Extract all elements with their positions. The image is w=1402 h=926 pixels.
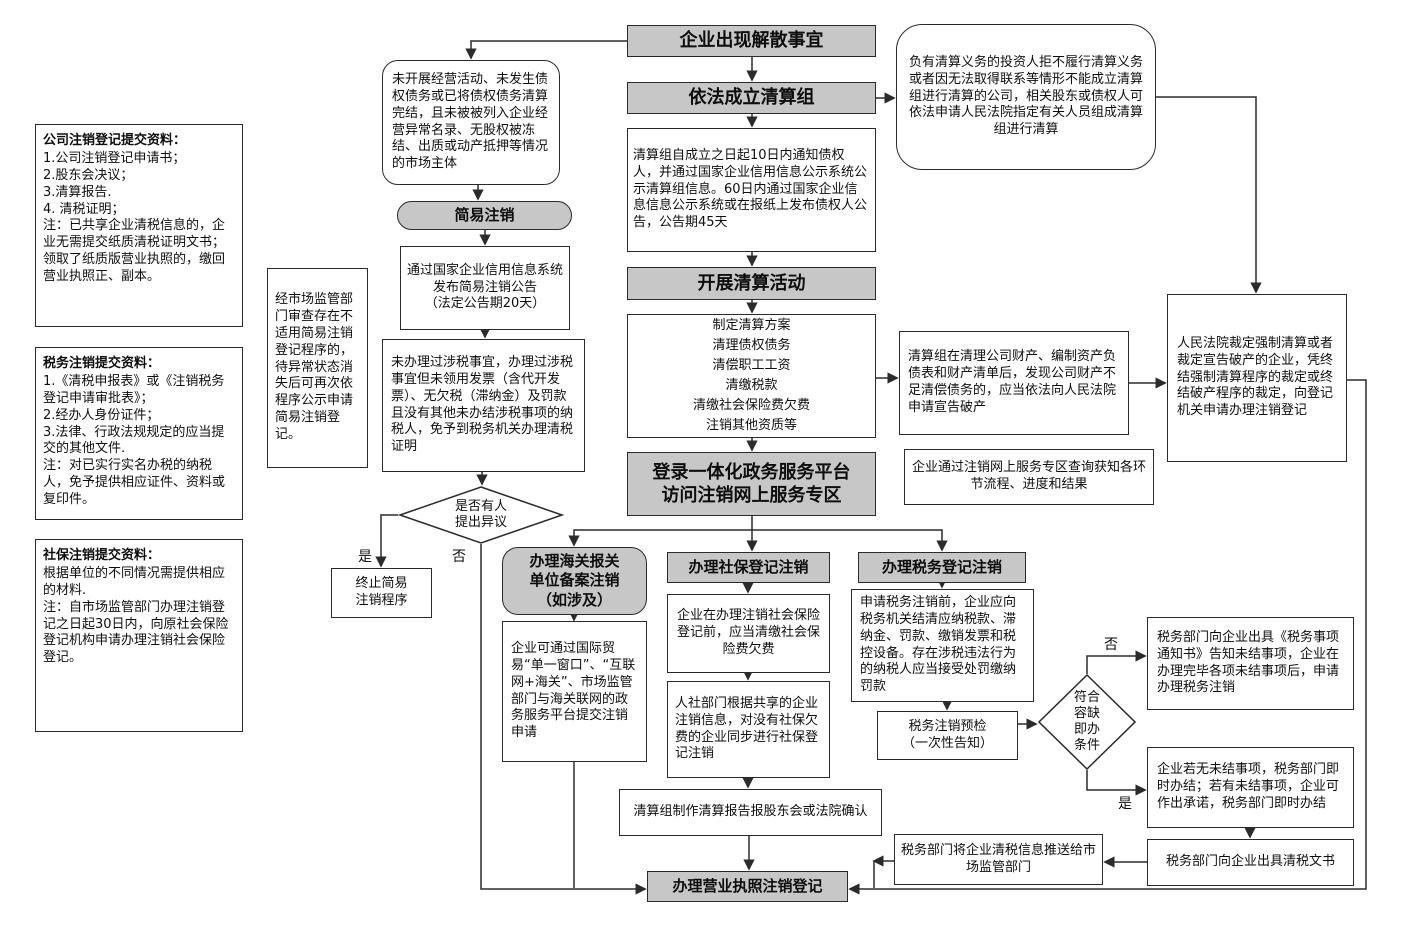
progress-query-node: 企业通过注销网上服务专区查询获知各环节流程、进度和结果: [904, 449, 1154, 505]
tax-commitment-node: 企业若无未结事项，税务部门即时办结；若有未结事项，企业可作出承诺，税务部门即时办…: [1147, 747, 1354, 828]
objection-no-label: 否: [452, 549, 466, 565]
simple-deregistration-condition-node: 未开展经营活动、未发生债权债务或已将债权债务清算完结，且未被被列入企业经营异常名…: [382, 60, 560, 185]
connector: [752, 529, 948, 552]
tax-deregistration-materials-box: 税务注销提交资料： 1.《清税申报表》或《注销税务登记申请审批表》； 2.经办人…: [35, 347, 243, 520]
company-materials-body: 1.公司注销登记申请书； 2.股东会决议； 3.清算报告. 4. 清税证明； 注…: [43, 150, 226, 285]
liquidation-report-node: 清算组制作清算报告报股东会或法院确认: [619, 789, 882, 836]
business-license-deregistration-node: 办理营业执照注销登记: [647, 871, 848, 902]
tax-deregistration-node: 办理税务登记注销: [858, 552, 1026, 583]
tax-notice-node: 税务部门向企业出具《税务事项通知书》告知未结事项，企业在办理完毕各项未结事项后，…: [1147, 617, 1354, 710]
bankruptcy-application-node: 清算组在清理公司财产、编制资产负债表和财产清单后，发现公司财产不足清偿债务的，应…: [899, 331, 1129, 435]
objection-decision-label: 是否有人 提出异议: [454, 498, 507, 530]
liquidation-activities-node: 开展清算活动: [627, 267, 876, 300]
tolerance-diamond-shape: [1038, 674, 1136, 770]
social-security-deregistration-node: 办理社保登记注销: [667, 552, 830, 583]
tax-clearance-document-node: 税务部门向企业出具清税文书: [1147, 839, 1354, 886]
liquidation-tasks-node: 制定清算方案 清理债权债务 清偿职工工资 清缴税款 清缴社会保险费欠费 注销其他…: [627, 314, 876, 438]
social-sync-deregistration-node: 人社部门根据共享的企业注销信息，对没有社保欠费的企业同步进行社保登记注销: [667, 681, 830, 778]
creditor-notice-node: 清算组自成立之日起10日内通知债权人，并通过国家企业信用信息公示系统公示清算组信…: [627, 128, 876, 252]
simple-deregistration-node: 简易注销: [397, 201, 572, 230]
resubmit-note-node: 经市场监管部门审查存在不适用简易注销登记程序的，待异常状态消失后可再次依程序公示…: [267, 268, 368, 468]
company-deregistration-materials-box: 公司注销登记提交资料： 1.公司注销登记申请书； 2.股东会决议； 3.清算报告…: [35, 124, 243, 327]
customs-deregistration-node: 办理海关报关 单位备案注销 （如涉及）: [502, 547, 647, 615]
tax-materials-body: 1.《清税申报表》或《注销税务登记申请审批表》； 2.经办人身份证件； 3.法律…: [43, 373, 226, 508]
gov-platform-node: 登录一体化政务服务平台 访问注销网上服务专区: [627, 452, 876, 516]
tolerance-decision-label: 符合 容缺 即办 条件: [1073, 689, 1100, 754]
tolerance-no-label: 否: [1104, 637, 1118, 653]
terminate-simple-procedure-node: 终止简易 注销程序: [331, 568, 432, 618]
tolerance-decision-diamond: 符合 容缺 即办 条件: [1038, 674, 1136, 770]
social-security-clearance-node: 企业在办理注销社会保险登记前，应当清缴社会保险费欠费: [667, 594, 830, 673]
connector: [1086, 650, 1147, 674]
social-materials-title: 社保注销提交资料：: [43, 548, 161, 563]
objection-diamond-shape: [398, 486, 564, 544]
social-materials-body: 根据单位的不同情况需提供相应的材料. 注：自市场监管部门办理注销登记之日起30日…: [43, 565, 229, 666]
connector: [465, 40, 628, 60]
tolerance-yes-label: 是: [1118, 796, 1132, 812]
social-deregistration-materials-box: 社保注销提交资料： 根据单位的不同情况需提供相应的材料. 注：自市场监管部门办理…: [35, 539, 243, 732]
connector: [1156, 96, 1262, 294]
court-appointed-liquidation-node: 负有清算义务的投资人拒不履行清算义务或者因无法取得联系等情形不能成立清算组进行清…: [896, 24, 1156, 170]
tax-info-push-node: 税务部门将企业清税信息推送给市场监管部门: [894, 834, 1103, 885]
simple-announcement-node: 通过国家企业信用信息系统发布简易注销公告 （法定公告期20天）: [400, 246, 570, 330]
objection-yes-label: 是: [358, 549, 372, 565]
connector: [568, 529, 752, 547]
tax-clearance-requirement-node: 申请税务注销前，企业应向税务机关结清应纳税款、滞纳金、罚款、缴销发票和税控设备。…: [851, 589, 1034, 702]
connector: [375, 514, 398, 568]
customs-channels-node: 企业可通过国际贸易“单一窗口”、“互联网+海关”、市场监管部门与海关联网的政务服…: [502, 621, 647, 762]
objection-decision-diamond: 是否有人 提出异议: [398, 486, 564, 544]
tax-exemption-note-node: 未办理过涉税事宜，办理过涉税事宜但未领用发票（含代开发票）、无欠税（滞纳金）及罚…: [382, 339, 585, 472]
connector: [1086, 770, 1147, 796]
dissolution-event-node: 企业出现解散事宜: [627, 25, 876, 57]
form-liquidation-group-node: 依法成立清算组: [627, 82, 876, 114]
tax-materials-title: 税务注销提交资料：: [43, 356, 161, 371]
court-ruling-deregistration-node: 人民法院裁定强制清算或者裁定宣告破产的企业，凭终结强制清算程序的裁定或终结破产程…: [1167, 294, 1347, 462]
tax-precheck-node: 税务注销预检 （一次性告知）: [877, 711, 1018, 760]
company-materials-title: 公司注销登记提交资料：: [43, 133, 187, 148]
